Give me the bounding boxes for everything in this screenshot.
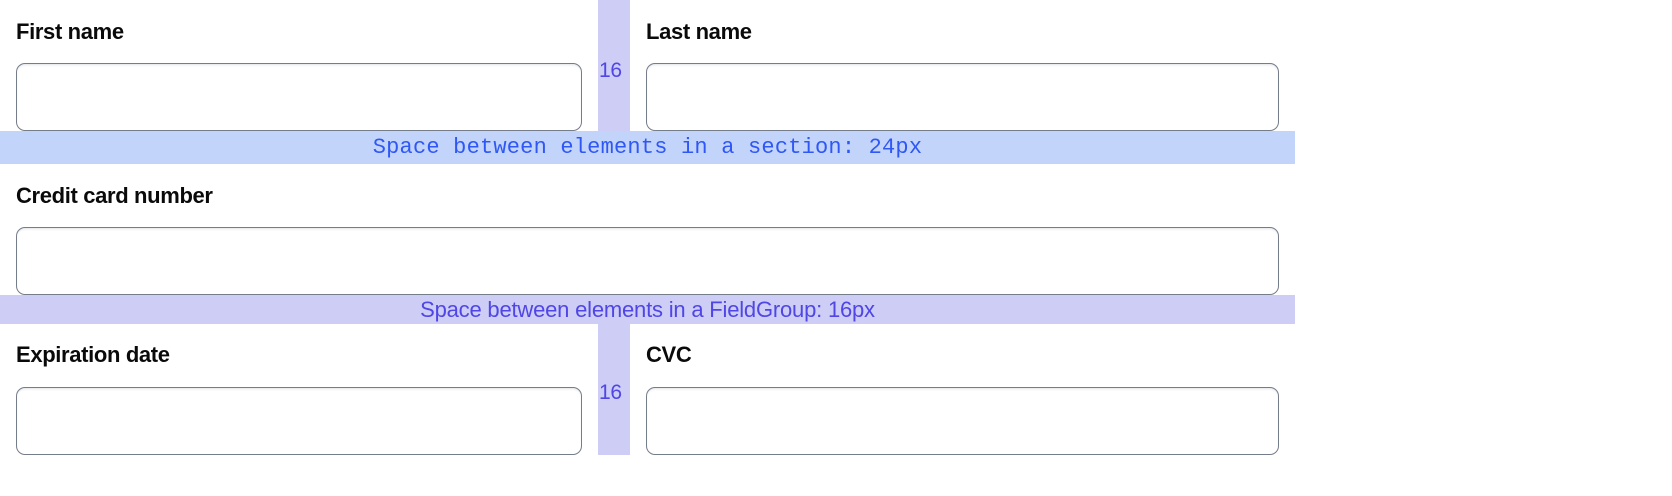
field-row-expiry-cvc: Expiration date 16 CVC — [0, 324, 1295, 455]
gap-indicator-label: 16 — [599, 381, 622, 404]
label-credit-card-number: Credit card number — [16, 183, 213, 208]
annotation-fieldgroup-spacing: Space between elements in a FieldGroup: … — [0, 295, 1295, 324]
gap-indicator-label: 16 — [599, 59, 622, 82]
input-wrap-first-name — [0, 63, 598, 131]
first-name-input[interactable] — [16, 63, 582, 131]
label-expiration-date: Expiration date — [16, 342, 170, 367]
input-wrap-expiration-date — [0, 387, 598, 455]
label-last-name: Last name — [646, 19, 752, 44]
label-cvc: CVC — [646, 342, 692, 367]
field-row-credit-card: Credit card number — [0, 164, 1295, 295]
credit-card-number-input[interactable] — [16, 227, 1279, 295]
expiration-date-input[interactable] — [16, 387, 582, 455]
field-group-credit-card: Credit card number — [0, 164, 1295, 295]
cvc-input[interactable] — [646, 387, 1279, 455]
input-wrap-cvc — [630, 387, 1295, 455]
field-group-expiration-date: Expiration date — [0, 324, 598, 455]
field-row-name: First name 16 Last name — [0, 0, 1295, 131]
annotation-section-spacing: Space between elements in a section: 24p… — [0, 131, 1295, 164]
gap-indicator-name-row: 16 — [598, 0, 630, 131]
last-name-input[interactable] — [646, 63, 1279, 131]
input-wrap-credit-card — [0, 227, 1295, 295]
label-first-name: First name — [16, 19, 124, 44]
input-wrap-last-name — [630, 63, 1295, 131]
field-group-first-name: First name — [0, 0, 598, 131]
field-group-cvc: CVC — [630, 324, 1295, 455]
field-group-last-name: Last name — [630, 0, 1295, 131]
gap-indicator-expiry-row: 16 — [598, 324, 630, 455]
annotated-form: First name 16 Last name Space between el… — [0, 0, 1295, 455]
